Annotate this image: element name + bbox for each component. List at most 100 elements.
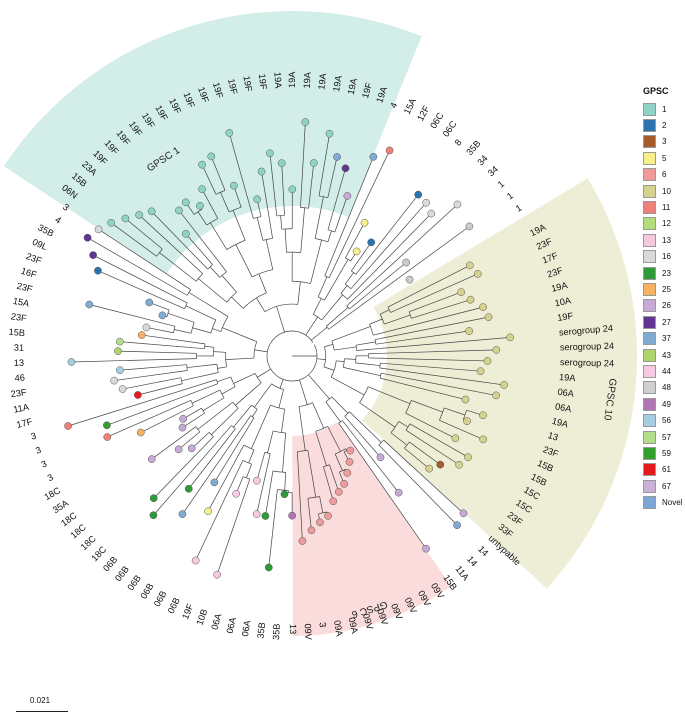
legend-swatch	[643, 266, 656, 280]
tip-marker	[459, 509, 468, 518]
legend-swatch	[643, 463, 656, 477]
tip-label: 18C	[43, 485, 63, 502]
tip-label: serogroup 24	[560, 341, 614, 353]
legend-item: 26	[643, 298, 685, 314]
legend-item: 37	[643, 330, 685, 346]
legend-item: 11	[643, 199, 685, 215]
legend-swatch	[643, 348, 656, 362]
legend-swatch	[643, 414, 656, 428]
tip-label: 06B	[152, 589, 169, 608]
tip-marker	[334, 487, 343, 496]
tip-marker	[145, 298, 154, 307]
tip-label: 19F	[257, 73, 269, 90]
tip-marker	[179, 415, 187, 423]
legend-label: 25	[662, 284, 671, 294]
tip-marker	[479, 411, 487, 420]
legend-label: 3	[662, 137, 667, 147]
tip-label: 06B	[113, 564, 131, 583]
scale-bar-line	[16, 711, 68, 712]
legend-swatch	[643, 315, 656, 329]
tip-label: 12F	[415, 104, 432, 123]
tip-marker	[103, 433, 112, 441]
tip-label: 3	[317, 622, 328, 628]
legend-label: 48	[662, 383, 671, 393]
tip-label: 15A	[402, 96, 418, 116]
tip-marker	[385, 146, 394, 155]
tip-marker	[492, 391, 500, 400]
legend-label: 67	[662, 481, 671, 491]
tip-marker	[94, 266, 102, 275]
tip-marker	[252, 510, 261, 518]
legend-item: 16	[643, 249, 685, 265]
legend-swatch	[643, 364, 656, 378]
tip-marker	[483, 357, 492, 365]
tip-label: 09L	[31, 237, 49, 252]
tip-label: 23F	[546, 265, 564, 279]
tip-label: 19F	[180, 602, 195, 621]
tip-marker	[465, 327, 474, 335]
tip-marker	[198, 185, 206, 194]
tip-label: 06A	[554, 401, 573, 414]
tip-label: 15A	[12, 296, 31, 309]
tip-label: 8	[453, 137, 464, 147]
legend-item: 25	[643, 281, 685, 297]
tip-label: 11A	[13, 402, 31, 415]
tip-marker	[135, 211, 143, 219]
clade-gpsc1-region	[3, 10, 422, 274]
tip-marker	[422, 544, 430, 553]
legend-swatch	[643, 168, 656, 182]
tip-label: 06A	[557, 387, 575, 399]
tip-marker	[149, 494, 158, 503]
legend-swatch	[643, 184, 656, 198]
tip-label: 19A	[550, 280, 569, 294]
tip-label: 3	[46, 472, 55, 483]
tip-label: 19F	[196, 86, 211, 105]
tip-label: 06A	[225, 616, 239, 635]
tip-label: 19F	[211, 81, 225, 99]
tip-label: 3	[40, 459, 49, 470]
tip-marker	[436, 460, 445, 469]
legend-label: 43	[662, 350, 671, 360]
legend-item: 12	[643, 216, 685, 232]
tip-label: 31	[14, 343, 25, 353]
tip-marker	[492, 346, 501, 354]
tip-marker	[175, 206, 183, 215]
tip-label: 06C	[441, 119, 459, 139]
legend-label: 59	[662, 448, 671, 458]
tip-label: 1	[514, 203, 524, 214]
tip-marker	[89, 251, 97, 259]
tip-marker	[252, 476, 261, 485]
tip-marker	[280, 490, 289, 499]
tip-marker	[329, 497, 338, 506]
tip-marker	[352, 247, 361, 256]
legend-item: 23	[643, 265, 685, 281]
legend-label: 37	[662, 334, 671, 344]
tip-marker	[196, 201, 204, 210]
tip-label: 10B	[195, 608, 210, 627]
tip-marker	[110, 376, 119, 385]
tip-marker	[277, 159, 286, 168]
tip-label: 19A	[302, 71, 313, 89]
tip-marker	[118, 385, 127, 393]
legend-item: Novel	[643, 494, 685, 510]
legend-label: 26	[662, 301, 671, 311]
tip-label: 13	[288, 624, 298, 634]
tip-marker	[341, 164, 350, 173]
tip-label: 06B	[138, 581, 155, 600]
legend-label: 13	[662, 235, 671, 245]
tip-marker	[198, 160, 206, 169]
tip-label: 16F	[20, 266, 38, 280]
tip-label: 1	[496, 179, 506, 190]
tip-marker	[465, 222, 474, 231]
tip-label: 15B	[8, 327, 25, 338]
legend-label: 61	[662, 465, 671, 475]
tip-marker	[453, 521, 461, 530]
scale-bar: 0.021	[16, 696, 68, 716]
tip-marker	[174, 445, 183, 454]
tip-label: 23F	[25, 251, 44, 266]
tip-marker	[466, 295, 475, 304]
tip-label: 06B	[166, 596, 182, 615]
legend-item: 43	[643, 347, 685, 363]
legend-swatch	[643, 250, 656, 264]
